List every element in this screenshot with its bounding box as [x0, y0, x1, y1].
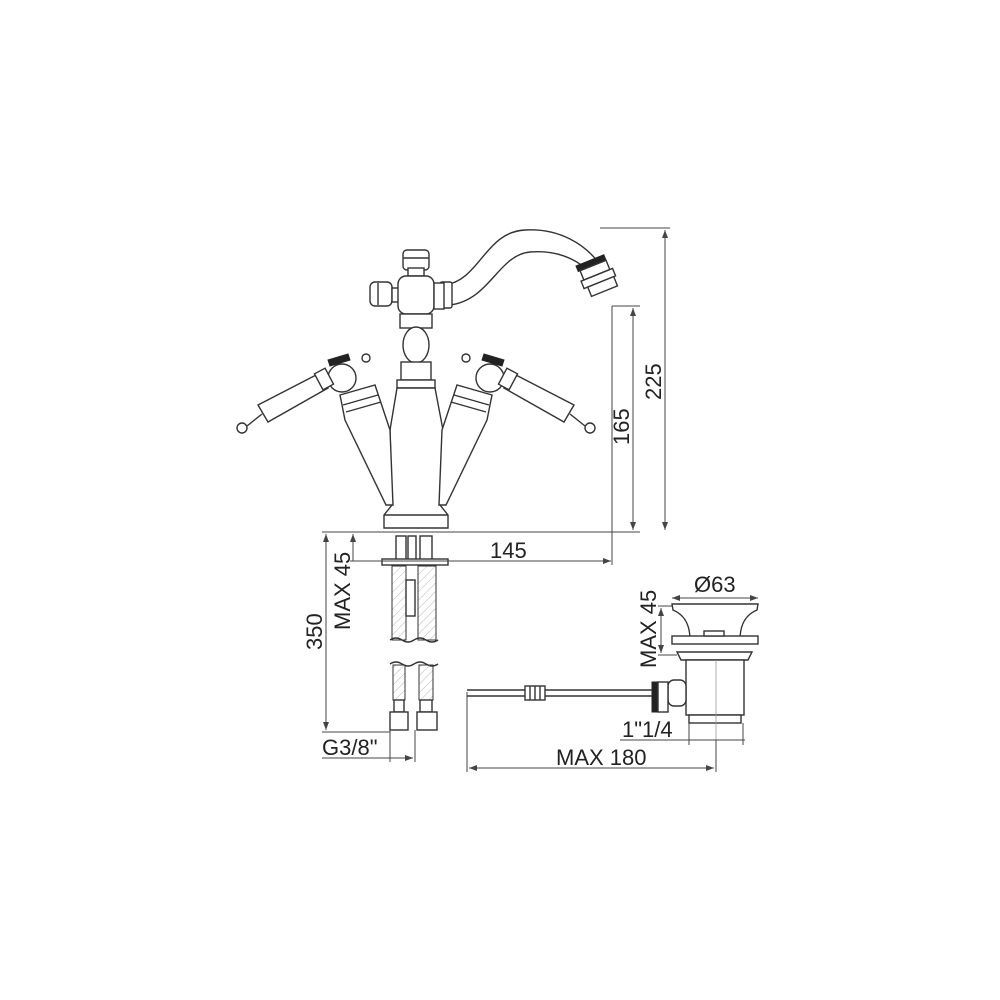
faucet-drawing [236, 229, 619, 731]
dim-g3-8: G3/8" [322, 735, 378, 760]
left-lever-handle [257, 373, 330, 423]
faucet-body [383, 387, 449, 529]
rod-knurl-disc [651, 681, 659, 713]
hose-nut-right [416, 711, 438, 731]
right-valve [438, 353, 596, 506]
waste-dimensions: Ø63 MAX 45 1"1/4 MAX 180 [466, 572, 758, 772]
fixing-kit [381, 535, 449, 731]
dim-1-1-4: 1"1/4 [622, 717, 673, 742]
dim-350: 350 [302, 613, 327, 650]
side-knob [369, 281, 393, 307]
dim-max-45-waste: MAX 45 [636, 590, 661, 668]
top-knob [402, 249, 430, 271]
dim-165: 165 [609, 408, 634, 445]
spout [444, 229, 599, 306]
faucet-dimensions: 225 165 145 MAX 45 350 G3/8" [302, 227, 670, 762]
dim-max-45-deck: MAX 45 [330, 552, 355, 630]
left-valve [236, 353, 394, 506]
aerator [575, 254, 619, 298]
waste-drawing [467, 603, 759, 740]
hose-nut-left [389, 711, 409, 731]
dim-diameter-63: Ø63 [694, 572, 736, 597]
dim-145: 145 [490, 538, 527, 563]
dim-225: 225 [641, 363, 666, 400]
dim-max-180: MAX 180 [556, 745, 647, 770]
